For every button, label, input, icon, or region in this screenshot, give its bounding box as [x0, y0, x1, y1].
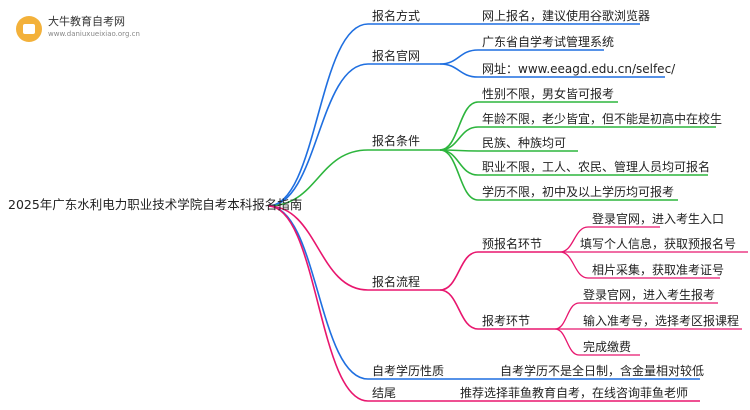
- edge-degree-nature: [267, 205, 440, 380]
- edge-pre-photo: [559, 251, 720, 279]
- root-topic: 2025年广东水利电力职业技术学院自考本科报名指南: [8, 197, 303, 212]
- edge-reg-login: [554, 302, 718, 330]
- leaf-system-name: 广东省自学考试管理系统: [482, 35, 615, 49]
- edge-official-site: [267, 63, 440, 207]
- leaf-recommendation: 推荐选择菲鱼教育自考，在线咨询菲鱼老师: [460, 386, 689, 400]
- edge-ethnicity: [439, 149, 578, 152]
- edge-pre-registration: [439, 251, 560, 291]
- edge-system-name: [439, 49, 604, 65]
- branch-ending: 结尾: [372, 386, 397, 400]
- leaf-site-url: 网址：www.eeagd.edu.cn/selfec/: [482, 62, 676, 76]
- leaf-age: 年龄不限，老少皆宜，但不能是初高中在校生: [482, 112, 723, 126]
- branch-official-site: 报名官网: [372, 49, 421, 63]
- branch-conditions: 报名条件: [372, 134, 421, 148]
- leaf-ethnicity: 民族、种族均可: [482, 136, 567, 150]
- branch-degree-nature: 自考学历性质: [372, 364, 445, 378]
- leaf-reg-choose: 输入准考号，选择考区报课程: [583, 314, 740, 328]
- edge-pre-login: [559, 226, 660, 253]
- branch-signup-method: 报名方式: [372, 9, 421, 23]
- leaf-reg-login: 登录官网，进入考生报考: [583, 288, 716, 302]
- branch-process: 报名流程: [372, 275, 421, 289]
- logo: 大牛教育自考网 www.daniuxueixiao.org.cn: [16, 12, 156, 46]
- leaf-online-signup: 网上报名，建议使用谷歌浏览器: [482, 9, 651, 23]
- sub-registration: 报考环节: [482, 314, 531, 328]
- edge-conditions: [267, 149, 440, 207]
- edge-process: [267, 205, 440, 291]
- logo-title: 大牛教育自考网: [48, 15, 125, 28]
- leaf-gender: 性别不限，男女皆可报考: [482, 87, 615, 101]
- leaf-reg-pay: 完成缴费: [583, 340, 632, 354]
- edge-signup-method: [267, 23, 440, 207]
- edge-site-url: [439, 63, 665, 78]
- leaf-pre-info: 填写个人信息，获取预报名号: [580, 237, 737, 251]
- edge-gender: [439, 101, 618, 151]
- leaf-education: 学历不限，初中及以上学历均可报考: [482, 185, 675, 199]
- sub-pre-registration: 预报名环节: [482, 237, 543, 251]
- edge-ending: [267, 205, 418, 402]
- logo-url: www.daniuxueixiao.org.cn: [48, 30, 140, 38]
- edge-age: [439, 126, 716, 151]
- edge-registration: [439, 289, 555, 330]
- logo-book-icon: [16, 16, 42, 42]
- edge-education: [439, 149, 678, 201]
- leaf-occupation: 职业不限，工人、农民、管理人员均可报名: [482, 160, 711, 174]
- edge-reg-pay: [554, 328, 640, 356]
- leaf-pre-login: 登录官网，进入考生入口: [592, 212, 725, 226]
- leaf-pre-photo: 相片采集，获取准考证号: [592, 263, 725, 277]
- leaf-degree-note: 自考学历不是全日制，含金量相对较低: [500, 364, 705, 378]
